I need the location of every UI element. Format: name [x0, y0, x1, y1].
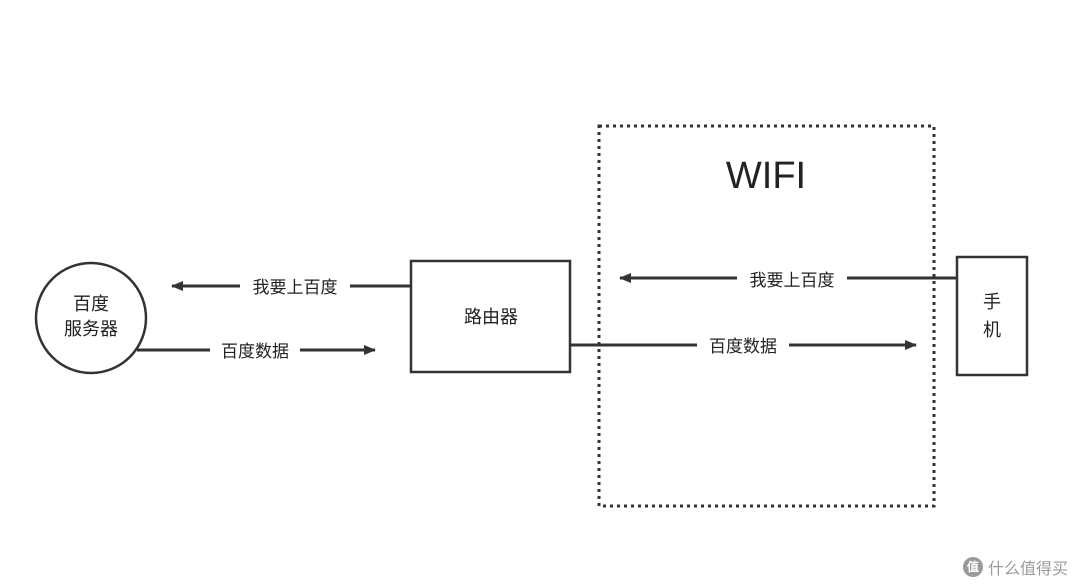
site-watermark: 值 什么值得买: [962, 555, 1068, 579]
edge-router-to-phone-label: 百度数据: [709, 337, 777, 357]
server-node-shape: [34, 261, 148, 375]
edge-phone-to-router-label: 我要上百度: [750, 271, 835, 291]
edge-server-to-router: 百度数据: [137, 340, 376, 362]
watermark-logo-icon: 值: [962, 557, 983, 577]
edge-label-background: [737, 268, 847, 290]
phone-node-shape: [955, 255, 1029, 377]
edge-label-background: [240, 276, 350, 298]
edge-label-background: [697, 335, 789, 357]
server-node-label-line2: 服务器: [64, 319, 118, 340]
router-node[interactable]: 路由器: [409, 259, 572, 374]
server-node-label-line1: 百度: [73, 294, 109, 315]
phone-node[interactable]: 手 机: [955, 255, 1029, 377]
edge-server-to-router-label: 百度数据: [221, 342, 289, 362]
watermark-text: 什么值得买: [987, 559, 1068, 578]
router-node-label: 路由器: [464, 307, 518, 328]
edge-router-to-server-label: 我要上百度: [253, 278, 338, 298]
edge-label-background: [210, 340, 300, 362]
wifi-zone-title: WIFI: [726, 155, 806, 197]
wifi-zone-boundary: [597, 124, 936, 508]
phone-node-label-line2: 机: [983, 320, 1001, 341]
edge-router-to-server: 我要上百度: [171, 276, 411, 298]
router-node-shape: [409, 259, 572, 374]
phone-node-label-line1: 手: [983, 292, 1001, 313]
edge-router-to-phone: 百度数据: [570, 335, 917, 357]
edge-phone-to-router: 我要上百度: [619, 268, 957, 291]
server-node[interactable]: 百度 服务器: [34, 261, 148, 375]
